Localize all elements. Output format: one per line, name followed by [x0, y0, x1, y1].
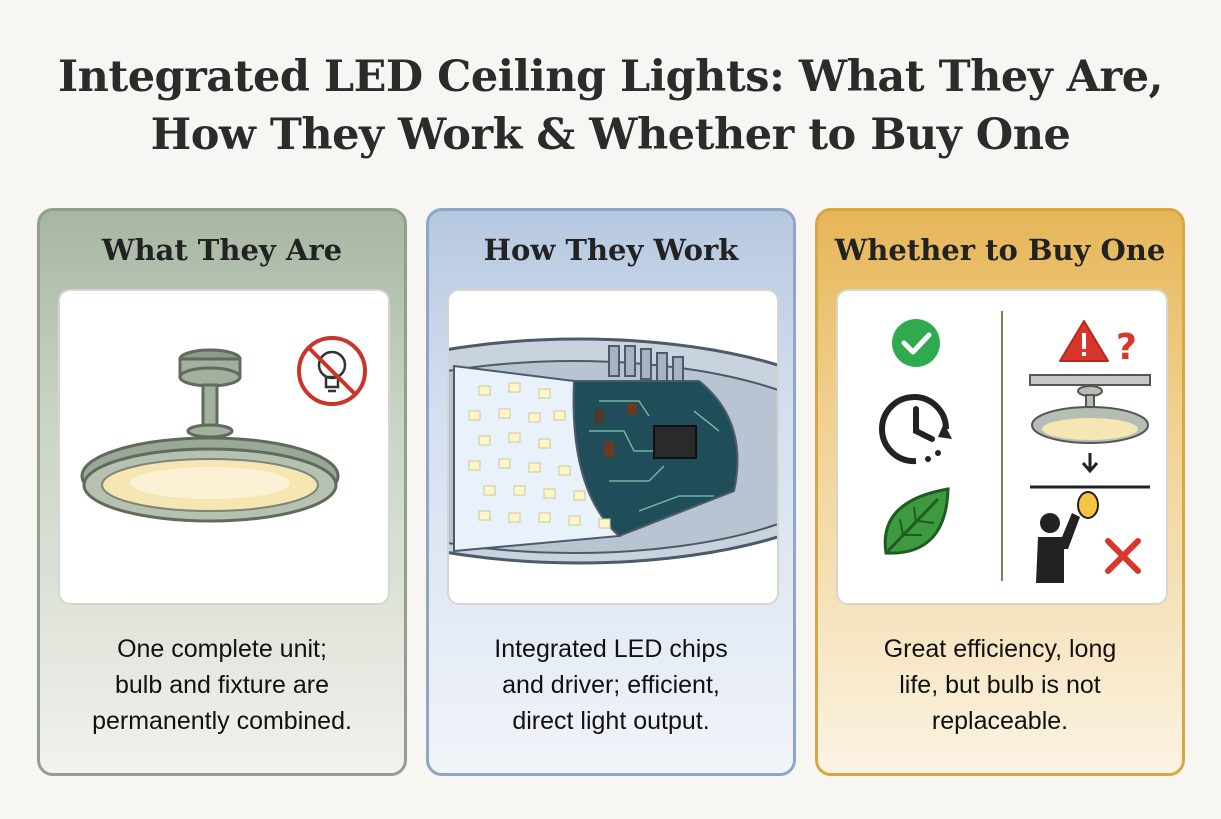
clock-icon — [879, 394, 952, 465]
panel-caption: Great efficiency, long life, but bulb is… — [818, 631, 1182, 739]
panel-caption: Integrated LED chips and driver; efficie… — [429, 631, 793, 739]
caption-line: Great efficiency, long — [883, 635, 1117, 663]
caption-line: life, but bulb is not — [899, 671, 1101, 699]
title-line-2: How They Work & Whether to Buy One — [150, 110, 1071, 160]
leaf-icon — [883, 487, 950, 555]
caption-line: and driver; efficient, — [502, 671, 720, 699]
caption-line: Integrated LED chips — [494, 635, 728, 663]
panel-caption: One complete unit; bulb and fixture are … — [40, 631, 404, 739]
caption-line: replaceable. — [931, 707, 1069, 735]
panel-heading: How They Work — [483, 233, 739, 267]
caption-line: bulb and fixture are — [114, 671, 330, 699]
question-mark-icon: ? — [1116, 327, 1137, 368]
caption-line: direct light output. — [512, 707, 710, 735]
checkmark-icon — [892, 319, 940, 367]
illustration-box: ? — [836, 289, 1168, 605]
caption-line: One complete unit; — [117, 635, 327, 663]
caption-line: permanently combined. — [92, 707, 352, 735]
led-chips-cutaway-icon — [449, 337, 777, 565]
title-line-1: Integrated LED Ceiling Lights: What They… — [57, 52, 1164, 102]
page-title: Integrated LED Ceiling Lights: What They… — [0, 48, 1221, 164]
panel-heading: Whether to Buy One — [834, 233, 1166, 267]
x-mark-icon — [1105, 538, 1141, 574]
panel-heading: What They Are — [101, 233, 343, 267]
panel-whether-to-buy: Whether to Buy One — [815, 208, 1185, 776]
panel-what-they-are: What They Are One compl — [37, 208, 407, 776]
ceiling-light-small-icon — [1029, 374, 1151, 444]
person-replacing-bulb-icon — [1036, 491, 1099, 583]
ceiling-light-icon — [80, 348, 340, 523]
illustration-box — [58, 289, 390, 605]
panel-how-they-work: How They Work — [426, 208, 796, 776]
warning-icon — [1059, 320, 1109, 362]
illustration-box — [447, 289, 779, 605]
no-bulb-icon — [297, 336, 367, 406]
